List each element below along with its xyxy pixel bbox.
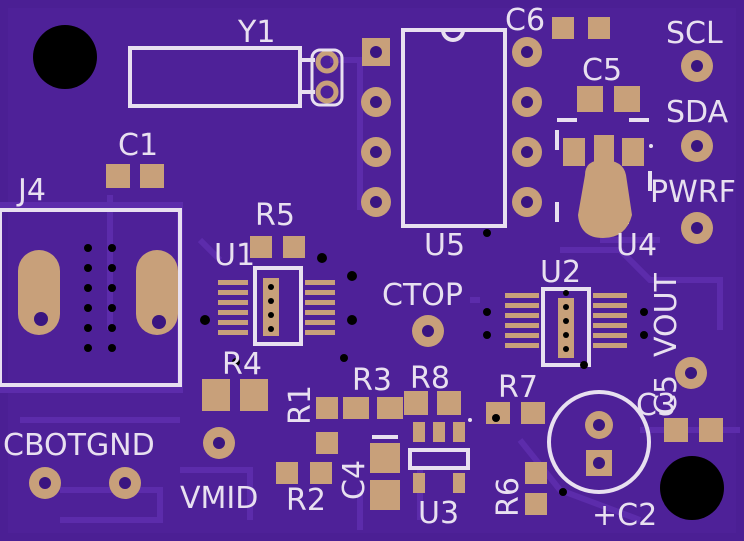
y1-crystal	[128, 46, 344, 108]
cbot-gnd-pads	[29, 467, 141, 499]
label-r2: R2	[286, 483, 326, 518]
label-vmid: VMID	[180, 481, 258, 516]
u5-dip8	[361, 28, 542, 228]
r7-resistor	[486, 402, 545, 424]
label-c1: C1	[118, 128, 158, 163]
label-cbotgnd: CBOTGND	[3, 428, 155, 463]
label-scl: SCL	[666, 16, 723, 51]
label-r8: R8	[410, 361, 450, 396]
label-r7: R7	[498, 370, 538, 405]
label-r3: R3	[352, 363, 392, 398]
label-ctop: CTOP	[382, 278, 463, 313]
label-c4: C4	[337, 460, 372, 500]
vmid-pad	[203, 427, 235, 459]
label-c6: C6	[505, 3, 545, 38]
label-u4: U4	[616, 228, 657, 263]
label-u1: U1	[214, 238, 255, 273]
r2-resistor	[276, 462, 332, 484]
u4-regulator	[555, 118, 653, 238]
c2-electrolytic	[547, 390, 651, 494]
r5-resistor	[250, 236, 305, 258]
mounting-hole-top-left	[33, 25, 97, 89]
r6-resistor	[525, 462, 547, 515]
r4-resistor	[202, 379, 268, 411]
r3-resistor	[343, 397, 403, 419]
label-j4: J4	[16, 173, 46, 208]
label-r6: R6	[491, 477, 526, 517]
label-sda: SDA	[666, 95, 729, 130]
header-pads	[675, 50, 713, 389]
label-c5: C5	[582, 53, 622, 88]
c5-capacitor	[577, 86, 640, 112]
silkscreen-labels: Y1 C6 SCL C5 SDA C1 PWRF J4 R5 U5 U4 U1 …	[3, 3, 736, 533]
c6-capacitor	[552, 17, 610, 39]
c1-capacitor	[106, 164, 164, 188]
vias	[232, 229, 567, 496]
c4-capacitor	[370, 435, 400, 510]
label-u5: U5	[424, 228, 465, 263]
mounting-hole-bottom-right	[660, 456, 724, 520]
label-u3: U3	[418, 496, 459, 531]
u3-ic	[408, 418, 472, 493]
r8-resistor	[404, 391, 461, 415]
label-r4: R4	[222, 347, 262, 382]
j4-connector	[0, 208, 182, 387]
c3-capacitor	[664, 418, 723, 442]
label-pwrf: PWRF	[650, 175, 736, 210]
label-c3: C3	[636, 388, 676, 423]
label-c2: +C2	[592, 498, 657, 533]
label-vout: VOUT	[649, 272, 684, 357]
r1-resistor	[316, 397, 338, 454]
ctop-pad	[412, 315, 444, 347]
label-c5-small: C5	[649, 375, 684, 415]
label-y1: Y1	[237, 15, 275, 50]
label-u2: U2	[540, 255, 581, 290]
u2-ic	[483, 287, 648, 369]
label-r1: R1	[283, 385, 318, 425]
label-r5: R5	[255, 198, 295, 233]
u1-ic	[200, 253, 357, 346]
